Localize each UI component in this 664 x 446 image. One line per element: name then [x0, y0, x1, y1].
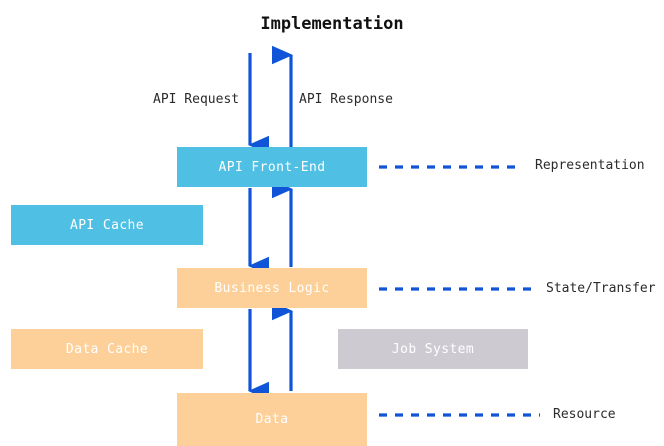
arrow-group [248, 45, 293, 401]
flow-label-api-request: API Request [153, 92, 240, 107]
node-label: API Cache [69, 217, 145, 233]
node-label: API Front-End [218, 159, 326, 175]
side-label-state-transfer: State/Transfer [546, 281, 656, 296]
side-label-resource: Resource [553, 407, 616, 422]
side-label-representation: Representation [535, 158, 645, 173]
node-box-business-logic[interactable]: Business Logic [177, 268, 367, 308]
node-label: Business Logic [214, 280, 330, 296]
flow-label-api-response: API Response [299, 92, 393, 107]
node-box-data[interactable]: Data [177, 393, 367, 446]
dashed-connector-group [379, 165, 540, 417]
node-label: Job System [391, 341, 475, 357]
node-box-api-cache[interactable]: API Cache [11, 205, 203, 245]
page-title: Implementation [260, 14, 404, 34]
node-box-api-front-end[interactable]: API Front-End [177, 147, 367, 187]
node-box-data-cache[interactable]: Data Cache [11, 329, 203, 369]
node-label: Data Cache [65, 341, 149, 357]
node-label: Data [255, 412, 289, 427]
node-box-job-system[interactable]: Job System [338, 329, 528, 369]
